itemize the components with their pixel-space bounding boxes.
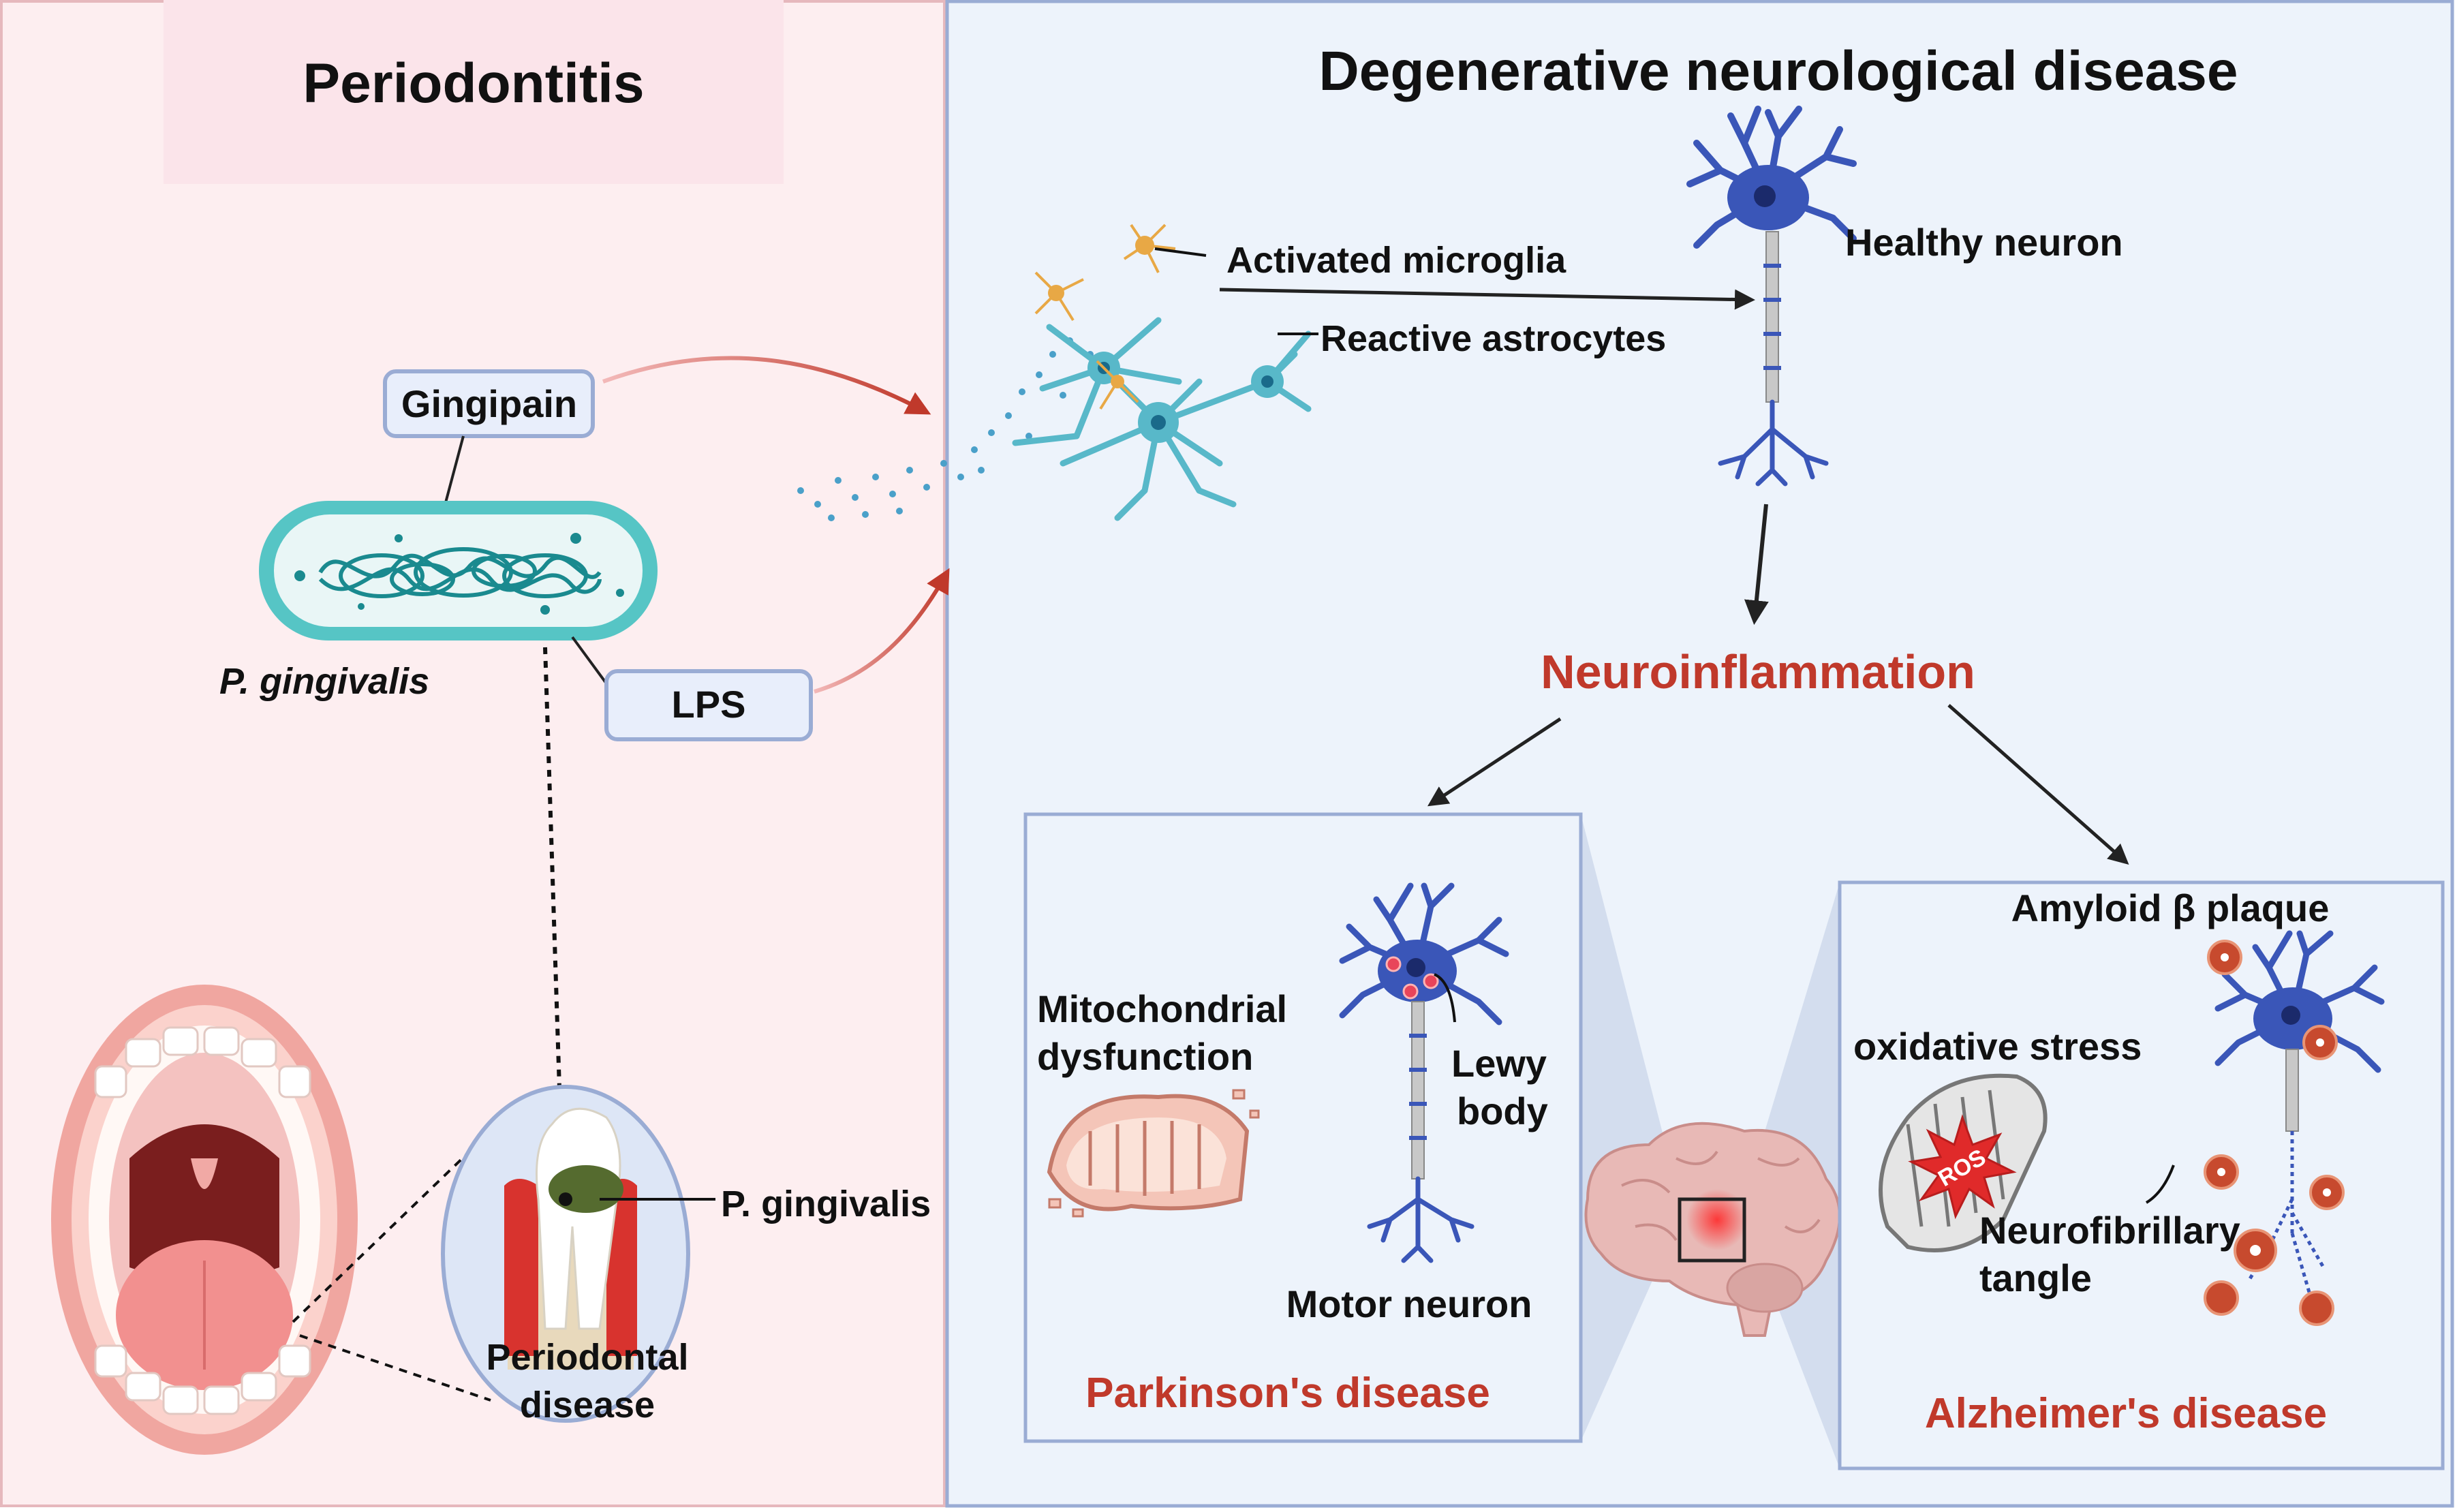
brain-icon: [1584, 1122, 1841, 1337]
damaged-mitochondria-icon: [1047, 1089, 1260, 1218]
tangle-leader: [2145, 1164, 2175, 1204]
motor-neuron-icon: [1339, 882, 1509, 1263]
alzheimers-label: Alzheimer's disease: [1925, 1390, 2327, 1437]
bacterium-to-tooth-dotted: [543, 647, 564, 1173]
open-mouth-illustration: [51, 985, 358, 1455]
gingipain-label: Gingipain: [401, 382, 577, 425]
lps-arrow: [814, 568, 950, 694]
zoom-line-bottom: [299, 1334, 491, 1402]
periodontal-label-1: Periodontal: [486, 1337, 688, 1378]
neuroinflammation-label: Neuroinflammation: [1541, 645, 1975, 698]
neuro-title: Degenerative neurological disease: [1319, 40, 2238, 102]
parkinsons-label: Parkinson's disease: [1085, 1370, 1490, 1417]
microglia-astrocyte-cluster-icon: [1012, 223, 1312, 521]
reactive-astrocytes-label: Reactive astrocytes: [1321, 318, 1666, 359]
alzheimers-neuron-icon: [2204, 930, 2385, 1326]
zoom-line-top: [292, 1130, 492, 1323]
tangle-label-1: Neurofibrillary: [1979, 1209, 2240, 1252]
periodontal-label-2: disease: [520, 1385, 655, 1425]
lewy-label-1: Lewy: [1451, 1042, 1547, 1085]
mito-dysfunction-label-1: Mitochondrial: [1037, 987, 1287, 1030]
lps-leader: [571, 636, 611, 690]
motor-neuron-label: Motor neuron: [1286, 1282, 1532, 1325]
lps-label: LPS: [672, 683, 746, 726]
tooth-inset-icon: [441, 1085, 690, 1423]
lps-box: [604, 669, 813, 741]
neuron-to-inflammation-arrow: [1744, 504, 1769, 626]
arrow-to-alzheimers: [1947, 704, 2129, 865]
lewy-leader: [1434, 973, 1456, 1023]
bacterium-name: P. gingivalis: [219, 661, 429, 702]
lewy-label-2: body: [1457, 1090, 1548, 1132]
activated-microglia-label: Activated microglia: [1226, 240, 1566, 281]
periodontitis-title: Periodontitis: [303, 52, 644, 114]
periodontitis-title-band: [164, 0, 784, 184]
tangle-label-2: tangle: [1979, 1256, 2092, 1299]
oxidative-mitochondria-icon: ROS: [1879, 1073, 2048, 1252]
p-gingivalis-bacterium-icon: [259, 501, 658, 641]
tooth-bacteria-label: P. gingivalis: [721, 1184, 931, 1224]
amyloid-label: Amyloid β plaque: [2011, 886, 2330, 929]
mito-dysfunction-label-2: dysfunction: [1037, 1035, 1253, 1078]
healthy-neuron-icon: [1686, 106, 1857, 487]
glia-to-neuron-arrow: [1219, 288, 1755, 310]
zoom-cone-parkinsons: [1581, 814, 1680, 1441]
oxidative-stress-label: oxidative stress: [1853, 1025, 2142, 1068]
microglia-leader: [1154, 247, 1207, 257]
healthy-neuron-label: Healthy neuron: [1845, 221, 2123, 264]
arrow-to-parkinsons: [1427, 717, 1562, 807]
gingipain-box: [383, 369, 595, 438]
gingipain-arrow: [602, 356, 931, 415]
